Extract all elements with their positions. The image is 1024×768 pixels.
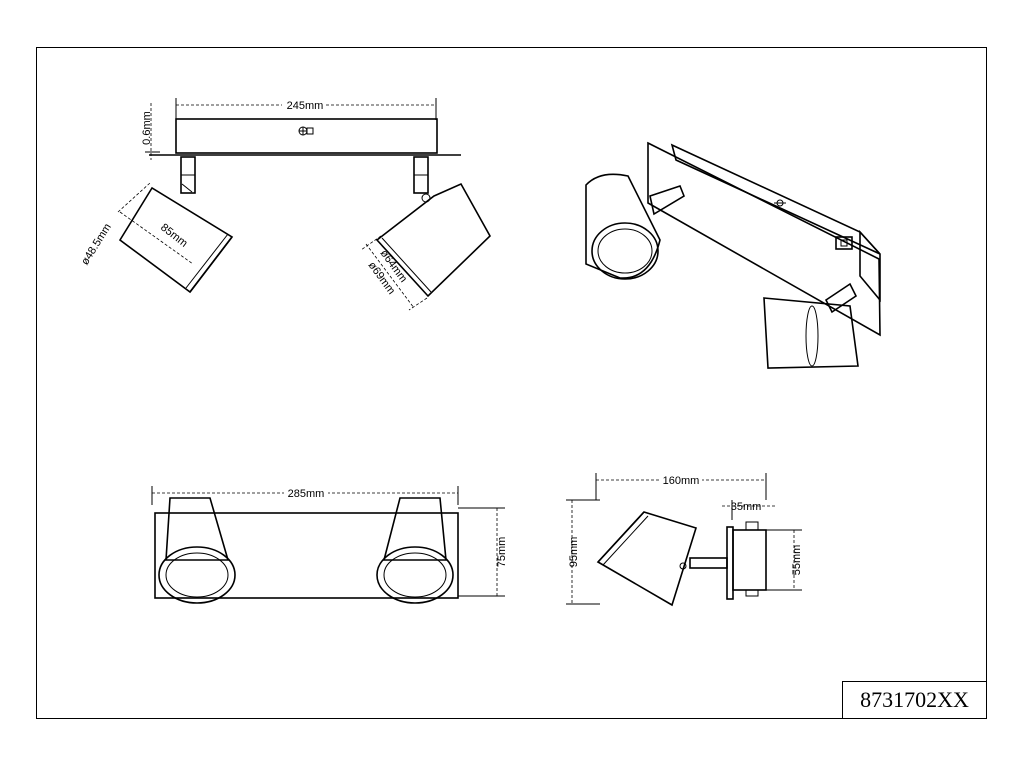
dim-front-width: 245mm — [175, 98, 437, 120]
dim-top-height: 75mm — [458, 507, 508, 597]
side-height-label: 95mm — [568, 537, 580, 568]
front-left-shade — [118, 183, 234, 294]
dim-front-thickness: 0.6mm — [141, 103, 160, 160]
side-view: 160mm 35mm 95mm 55mm — [566, 473, 803, 607]
top-left-shade — [158, 497, 236, 604]
front-right-shade — [375, 182, 491, 298]
iso-back-plate — [647, 141, 881, 337]
front-view: 245mm 0.6mm — [79, 98, 491, 311]
front-screw-icon — [298, 126, 314, 136]
side-wall-plate — [726, 526, 734, 600]
front-diameter-small-label: ø48.5mm — [79, 222, 114, 268]
iso-switch-icon — [835, 236, 853, 250]
side-arm — [689, 557, 728, 569]
dim-side-base: 35mm — [722, 500, 776, 520]
side-base-height-label: 55mm — [791, 545, 803, 576]
dim-line — [117, 182, 151, 213]
drawing-frame — [36, 47, 987, 719]
front-length-label: 85mm — [158, 221, 189, 249]
perspective-view — [585, 141, 881, 369]
iso-screw-icon — [774, 199, 786, 207]
top-height-label: 75mm — [496, 537, 508, 568]
front-width-label: 245mm — [287, 100, 324, 112]
top-base-plate — [154, 512, 459, 599]
side-shade — [596, 511, 698, 607]
front-thickness-label: 0.6mm — [141, 111, 153, 145]
iso-lower-shade — [763, 297, 859, 369]
top-width-label: 285mm — [288, 488, 325, 500]
side-base-box — [732, 529, 767, 591]
dim-side-height: 95mm — [566, 499, 600, 605]
dim-side-base-height: 55mm — [766, 529, 803, 591]
side-depth-label: 160mm — [663, 475, 700, 487]
dim-top-width: 285mm — [151, 486, 459, 505]
top-view: 285mm 75mm — [151, 486, 508, 604]
side-base-depth-label: 35mm — [731, 501, 762, 513]
dim-side-depth: 160mm — [595, 473, 767, 500]
front-base-box — [175, 118, 438, 154]
iso-upper-shade — [585, 173, 661, 280]
product-code: 8731702XX — [842, 681, 987, 719]
top-right-shade — [376, 497, 454, 604]
